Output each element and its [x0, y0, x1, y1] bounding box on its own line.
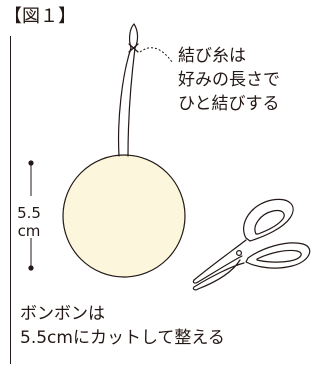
string-note-line-2: 好みの長さで	[178, 70, 280, 90]
note-leader-line	[139, 47, 173, 63]
figure-label: 【図１】	[4, 6, 76, 27]
tie-string-icon	[117, 23, 139, 157]
string-note: 結び糸は 好みの長さで ひと結びする	[178, 44, 280, 116]
string-note-line-1: 結び糸は	[178, 46, 246, 66]
dimension-label: 5.5 cm	[8, 204, 50, 240]
figure-left-rule	[10, 36, 11, 364]
dimension-dot-bottom	[28, 265, 34, 271]
scissors-icon	[192, 198, 311, 291]
pompom-note: ボンボンは 5.5cmにカットして整える	[20, 302, 225, 350]
dimension-indicator	[28, 160, 34, 271]
pompom-ball-icon	[62, 154, 186, 278]
pompom-note-line-2: 5.5cmにカットして整える	[20, 328, 225, 348]
dimension-dot-top	[28, 160, 34, 166]
string-note-line-3: ひと結びする	[178, 94, 280, 114]
dimension-unit: cm	[17, 222, 41, 240]
dimension-value: 5.5	[17, 204, 41, 222]
pompom-note-line-1: ボンボンは	[20, 304, 105, 324]
